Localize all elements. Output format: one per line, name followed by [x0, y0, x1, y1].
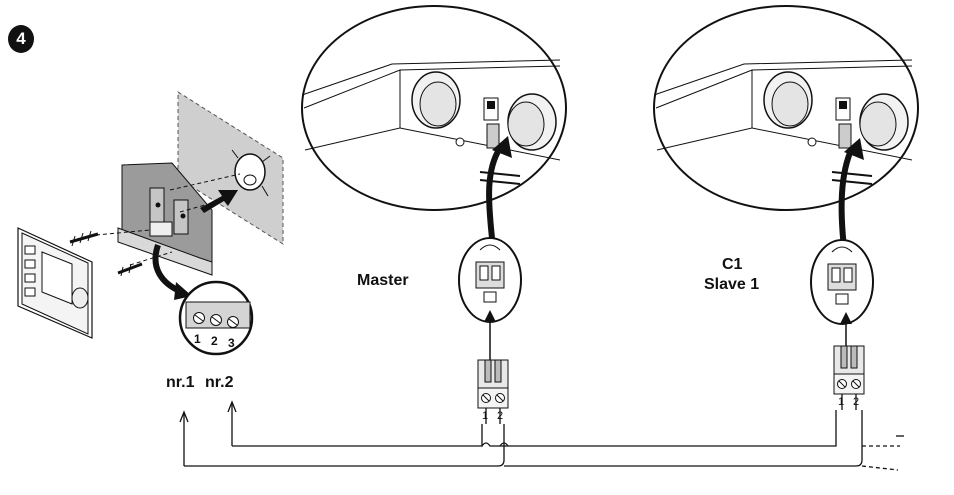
master-pin-1: 1 — [482, 410, 489, 422]
slave-plug — [833, 345, 865, 395]
dashed-guides — [95, 173, 241, 266]
wire-label-nr2: nr.2 — [205, 374, 234, 391]
wire-label-nr1: nr.1 — [166, 374, 195, 391]
terminal-number: 3 — [228, 336, 235, 350]
screw — [69, 230, 99, 247]
slave-pin-2: 2 — [853, 396, 860, 408]
slave-name-label: Slave 1 — [704, 276, 760, 293]
wall-box — [231, 149, 271, 197]
controller-terminal-zoom — [178, 280, 254, 356]
screw — [117, 262, 143, 277]
master-pin-2: 2 — [497, 410, 504, 422]
slave-unit-view — [653, 5, 919, 211]
wall-surface — [177, 91, 284, 245]
terminal-number: 2 — [211, 334, 218, 348]
slave-connect-arrowhead — [844, 138, 864, 160]
master-label: Master — [357, 272, 409, 289]
slave-connect-arrow — [838, 146, 855, 249]
step-number-badge: 4 — [8, 25, 34, 53]
slave-id-label: C1 — [722, 256, 743, 273]
master-connect-arrowhead — [492, 136, 512, 158]
slave-pin-1: 1 — [838, 396, 845, 408]
controller-panel — [17, 227, 93, 339]
master-connect-arrow — [486, 146, 503, 239]
terminal-number: 1 — [194, 332, 201, 346]
insert-arrow — [200, 190, 238, 213]
master-socket-zoom — [458, 237, 522, 323]
master-unit-view — [301, 5, 567, 211]
mounting-bracket — [117, 162, 213, 276]
slave-socket-zoom — [810, 239, 874, 325]
master-plug — [477, 359, 509, 409]
wiring-lines — [179, 394, 904, 471]
